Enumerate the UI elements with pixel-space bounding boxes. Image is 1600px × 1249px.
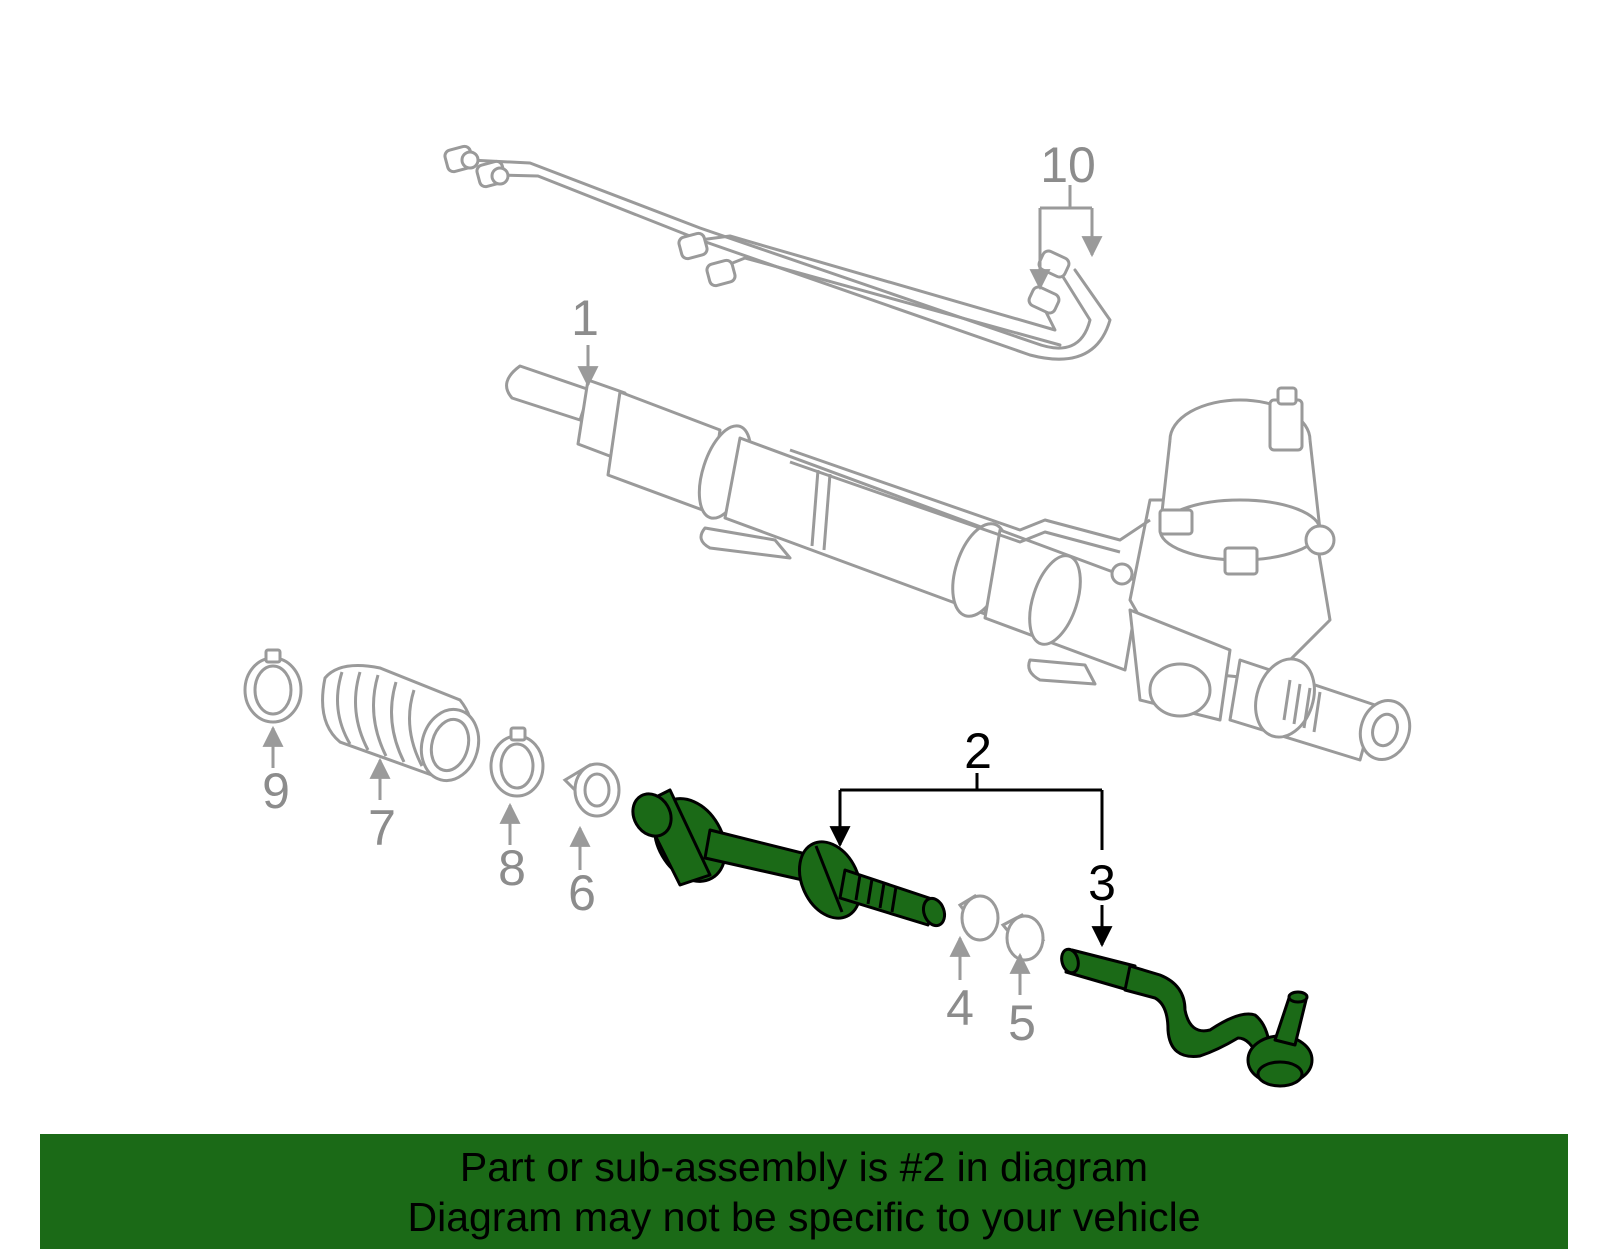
bushing-part-4 [957,894,1000,942]
line-fitting-mid-lower [705,258,737,288]
bushing-part-5 [1000,913,1046,962]
line-fitting-right-b [1027,285,1061,315]
callout-10: 10 [1040,137,1096,193]
callout-5: 5 [1008,995,1036,1051]
line-fitting-left-upper [443,144,480,174]
callout-3: 3 [1088,855,1116,911]
inner-tie-rod-part-2 [631,788,947,928]
info-banner: Part or sub-assembly is #2 in diagram Di… [40,1134,1568,1249]
leader-lines [262,185,1113,995]
line-fitting-mid-upper [677,231,709,261]
callout-2: 2 [964,723,992,779]
outer-clamp-part-9 [243,648,303,724]
inner-clamp-part-8 [489,726,545,798]
callout-9: 9 [262,763,290,819]
boot-part-7 [321,664,481,783]
right-end-splines [1282,679,1322,733]
callout-1: 1 [571,290,599,346]
pressure-lines-part-10 [443,144,1112,361]
line-fitting-right-a [1037,249,1071,279]
bushing-part-6 [562,762,621,818]
callout-labels: 1 10 9 7 8 6 4 5 2 3 [262,137,1116,1051]
line-fitting-left-lower [475,159,510,189]
callout-7: 7 [368,800,396,856]
banner-line-1: Part or sub-assembly is #2 in diagram [459,1144,1149,1190]
outer-tie-rod-end-part-3 [1060,947,1314,1088]
rack-and-pinion-part-1 [505,364,1412,762]
callout-4: 4 [946,980,974,1036]
callout-8: 8 [498,840,526,896]
callout-6: 6 [568,865,596,921]
banner-line-2: Diagram may not be specific to your vehi… [407,1194,1201,1240]
